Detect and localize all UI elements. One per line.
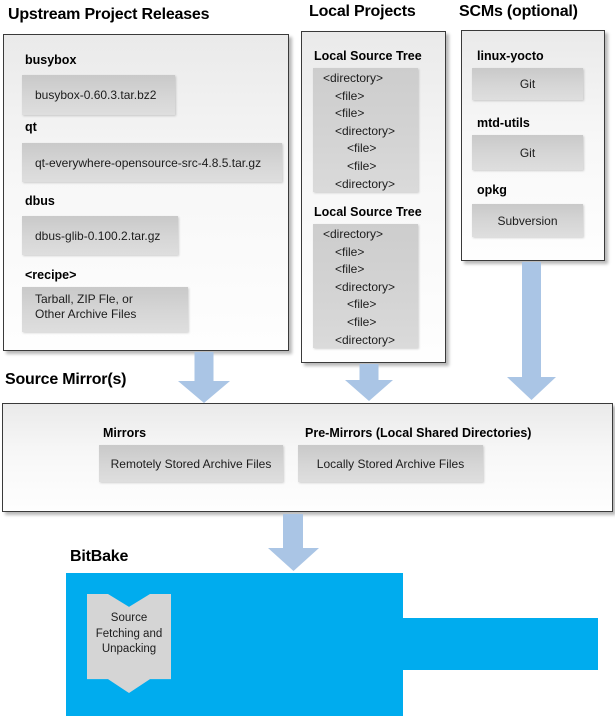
source-fetching-line2: Fetching and xyxy=(95,627,163,640)
upstream-section-title: Upstream Project Releases xyxy=(8,6,210,23)
git-box-linux-yocto: Git xyxy=(472,68,583,100)
tree-line: <file> xyxy=(347,141,377,156)
local-source-tree-label-1: Local Source Tree xyxy=(314,49,422,63)
recipe-archive-line2: Other Archive Files xyxy=(35,307,137,321)
scms-section-title: SCMs (optional) xyxy=(459,3,578,20)
mirrors-archive-box: Remotely Stored Archive Files xyxy=(99,445,283,482)
tree-line: <directory> xyxy=(323,71,384,85)
tree-line: <directory> xyxy=(335,123,396,138)
premirrors-label: Pre-Mirrors (Local Shared Directories) xyxy=(305,426,532,440)
tree-line: <file> xyxy=(335,106,365,121)
local-source-tree-box-1: <directory> <file> <file> <directory> <f… xyxy=(313,68,418,192)
local-source-tree-label-2: Local Source Tree xyxy=(314,205,422,219)
dbus-tarball-box: dbus-glib-0.100.2.tar.gz xyxy=(22,216,178,255)
local-projects-section-title: Local Projects xyxy=(309,3,416,20)
tree-line: <directory> xyxy=(335,176,396,191)
source-fetching-line1: Source xyxy=(110,612,148,624)
tree-line: <directory> xyxy=(335,332,396,347)
source-fetching-chevron: Source Fetching and Unpacking xyxy=(87,594,171,693)
arrow-mirrors-to-bitbake-icon xyxy=(268,514,319,571)
recipe-archive-line1: Tarball, ZIP Fle, or xyxy=(35,292,133,306)
tree-line: <directory> xyxy=(323,227,384,241)
premirrors-archive-box: Locally Stored Archive Files xyxy=(298,445,483,482)
qt-tarball-box: qt-everywhere-opensource-src-4.8.5.tar.g… xyxy=(22,143,282,182)
arrow-local-to-mirrors-icon xyxy=(345,364,393,401)
recipe-archive-box: Tarball, ZIP Fle, or Other Archive Files xyxy=(22,287,188,332)
upstream-item-label-dbus: dbus xyxy=(25,194,55,208)
bitbake-section-title: BitBake xyxy=(70,548,129,565)
tree-line: <file> xyxy=(347,297,377,312)
tree-line: <file> xyxy=(347,158,377,173)
upstream-item-label-recipe: <recipe> xyxy=(25,268,77,282)
tree-line: <file> xyxy=(335,88,365,103)
mirrors-label: Mirrors xyxy=(103,426,147,440)
arrow-upstream-to-mirrors-icon xyxy=(178,352,230,403)
scm-item-label-mtd-utils: mtd-utils xyxy=(477,116,530,130)
scm-item-label-linux-yocto: linux-yocto xyxy=(477,49,544,63)
source-mirrors-section-title: Source Mirror(s) xyxy=(5,371,127,388)
tree-line: <file> xyxy=(335,262,365,277)
tree-line: <file> xyxy=(347,314,377,329)
subversion-box-opkg: Subversion xyxy=(472,204,583,237)
busybox-tarball-box: busybox-0.60.3.tar.bz2 xyxy=(22,75,175,115)
bitbake-process-tab xyxy=(403,618,598,670)
upstream-item-label-busybox: busybox xyxy=(25,53,77,67)
scm-item-label-opkg: opkg xyxy=(477,183,507,197)
local-source-tree-box-2: <directory> <file> <file> <directory> <f… xyxy=(313,224,418,348)
git-box-mtd-utils: Git xyxy=(472,135,583,170)
source-fetching-line3: Unpacking xyxy=(101,643,157,655)
tree-line: <directory> xyxy=(335,279,396,294)
arrow-scms-to-mirrors-icon xyxy=(507,262,556,400)
upstream-item-label-qt: qt xyxy=(25,120,37,134)
tree-line: <file> xyxy=(335,244,365,259)
